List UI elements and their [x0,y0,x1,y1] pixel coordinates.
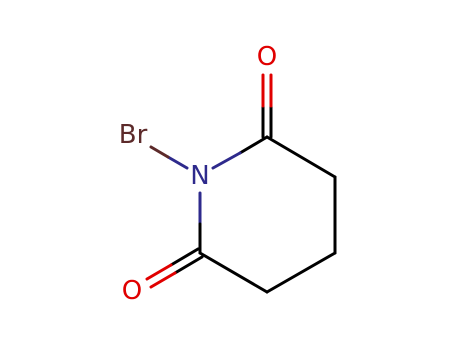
bond-n-br-nitrogen-half [166,155,189,170]
atom-bromine: Br [119,120,148,150]
atom-nitrogen: N [190,161,209,191]
bond-c6-o-bottom-a-red [145,263,173,281]
bond-c5-c6 [198,251,269,294]
bond-n-br-bromine-half [149,145,170,159]
bond-c6-o-bottom-b [173,255,204,275]
bond-c2-n-carbon-half [238,135,269,155]
bond-c2-n-nitrogen-half [211,151,242,170]
atom-oxygen-top: O [257,42,277,72]
bond-c4-c5 [265,251,337,294]
bond-c6-o-bottom-a [169,247,200,267]
bond-c2-c3 [265,135,337,179]
atom-oxygen-bottom: O [122,276,142,306]
bond-c6-o-bottom-b-red [149,271,177,289]
